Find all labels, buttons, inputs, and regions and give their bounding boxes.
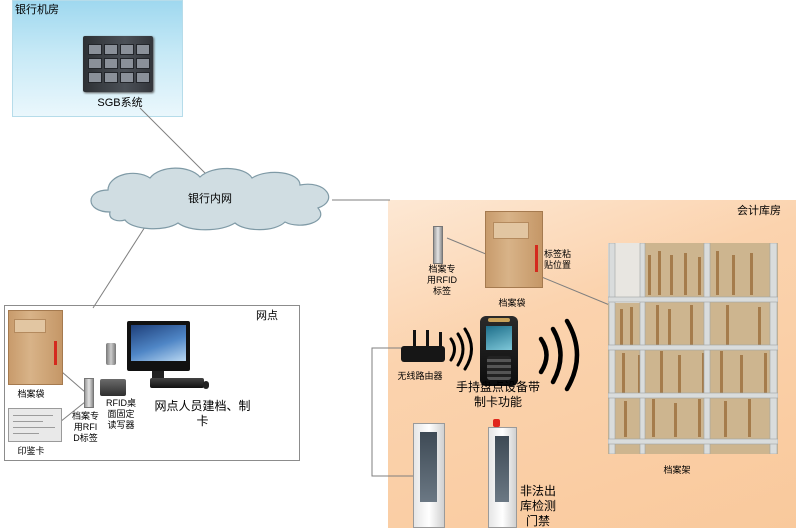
wireless-router-icon — [401, 330, 445, 364]
vault-bag-label: 档案袋 — [498, 298, 526, 308]
cloud-label: 银行内网 — [188, 193, 232, 205]
sgb-system-label: SGB系统 — [97, 97, 143, 109]
rfid-reader-icon — [100, 379, 126, 396]
branch-title: 网点 — [256, 310, 278, 322]
link-card-tag — [59, 401, 86, 423]
handheld-label: 手持盘点设备带制卡功能 — [455, 380, 540, 409]
branch-reader-label: RFID桌面固定读写器 — [106, 398, 136, 430]
archive-bag-icon — [485, 211, 543, 288]
tag-position-label: 标签粘贴位置 — [544, 249, 572, 270]
router-label: 无线路由器 — [397, 371, 443, 381]
usb-device-icon — [106, 343, 116, 365]
branch-bag-label: 档案袋 — [17, 389, 45, 399]
computer-icon — [127, 321, 190, 371]
link-bag-tag — [61, 371, 86, 393]
archive-shelf-icon — [608, 243, 778, 454]
cloud-icon — [90, 167, 330, 231]
server-icon — [83, 36, 153, 92]
seal-card-icon — [8, 408, 62, 442]
vault-tag-label: 档案专用RFID标签 — [427, 264, 457, 296]
link-server-cloud — [139, 107, 213, 181]
branch-tag-label: 档案专用RFID标签 — [71, 411, 99, 443]
bank-room-title: 银行机房 — [15, 4, 59, 16]
handheld-scanner-icon — [480, 316, 518, 386]
monitor-stand — [152, 371, 164, 379]
shelf-label: 档案架 — [663, 465, 691, 475]
rfid-tag-icon — [433, 226, 443, 264]
gate-alarm-light — [493, 419, 500, 427]
archive-bag-icon — [8, 310, 63, 385]
branch-staff-caption: 网点人员建档、制卡 — [154, 399, 251, 428]
rfid-tag-icon — [84, 378, 94, 408]
keyboard-icon — [150, 378, 204, 388]
signal-waves-icon — [538, 318, 580, 392]
security-gate-icon — [413, 423, 445, 528]
link-router-gate — [371, 347, 413, 477]
security-gate-icon — [488, 427, 517, 528]
signal-waves-icon — [449, 327, 473, 371]
vault-title: 会计库房 — [737, 205, 781, 217]
gate-label: 非法出库检测门禁 — [519, 484, 556, 528]
link-cloud-branch — [92, 215, 153, 309]
branch-card-label: 印鉴卡 — [17, 446, 45, 456]
mouse-icon — [203, 381, 209, 389]
